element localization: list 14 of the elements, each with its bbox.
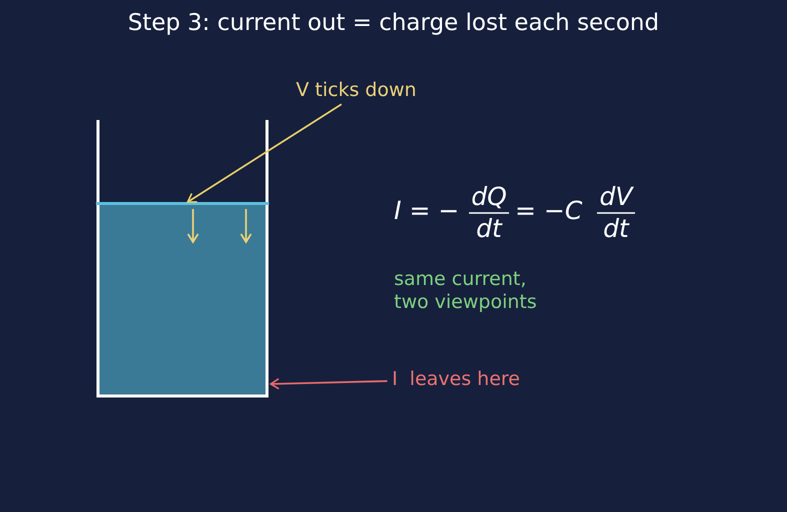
leader-arrow — [270, 378, 388, 390]
leader-arrow — [186, 104, 342, 203]
tank-drawing — [96, 118, 269, 398]
equation-text: = −C — [515, 196, 582, 226]
equation-text: dt — [602, 214, 630, 244]
equation-text: dt — [475, 214, 504, 244]
equation-text: I = − — [394, 196, 460, 226]
equation-text: dQ — [470, 182, 508, 212]
title: Step 3: current out = charge lost each second — [126, 10, 660, 36]
note-text: same current, two viewpoints — [394, 268, 538, 314]
callout-text: I leaves here — [392, 366, 552, 392]
equation-text: dV — [598, 182, 635, 212]
water-surface — [96, 202, 269, 205]
callout-text: V ticks down — [296, 77, 438, 103]
